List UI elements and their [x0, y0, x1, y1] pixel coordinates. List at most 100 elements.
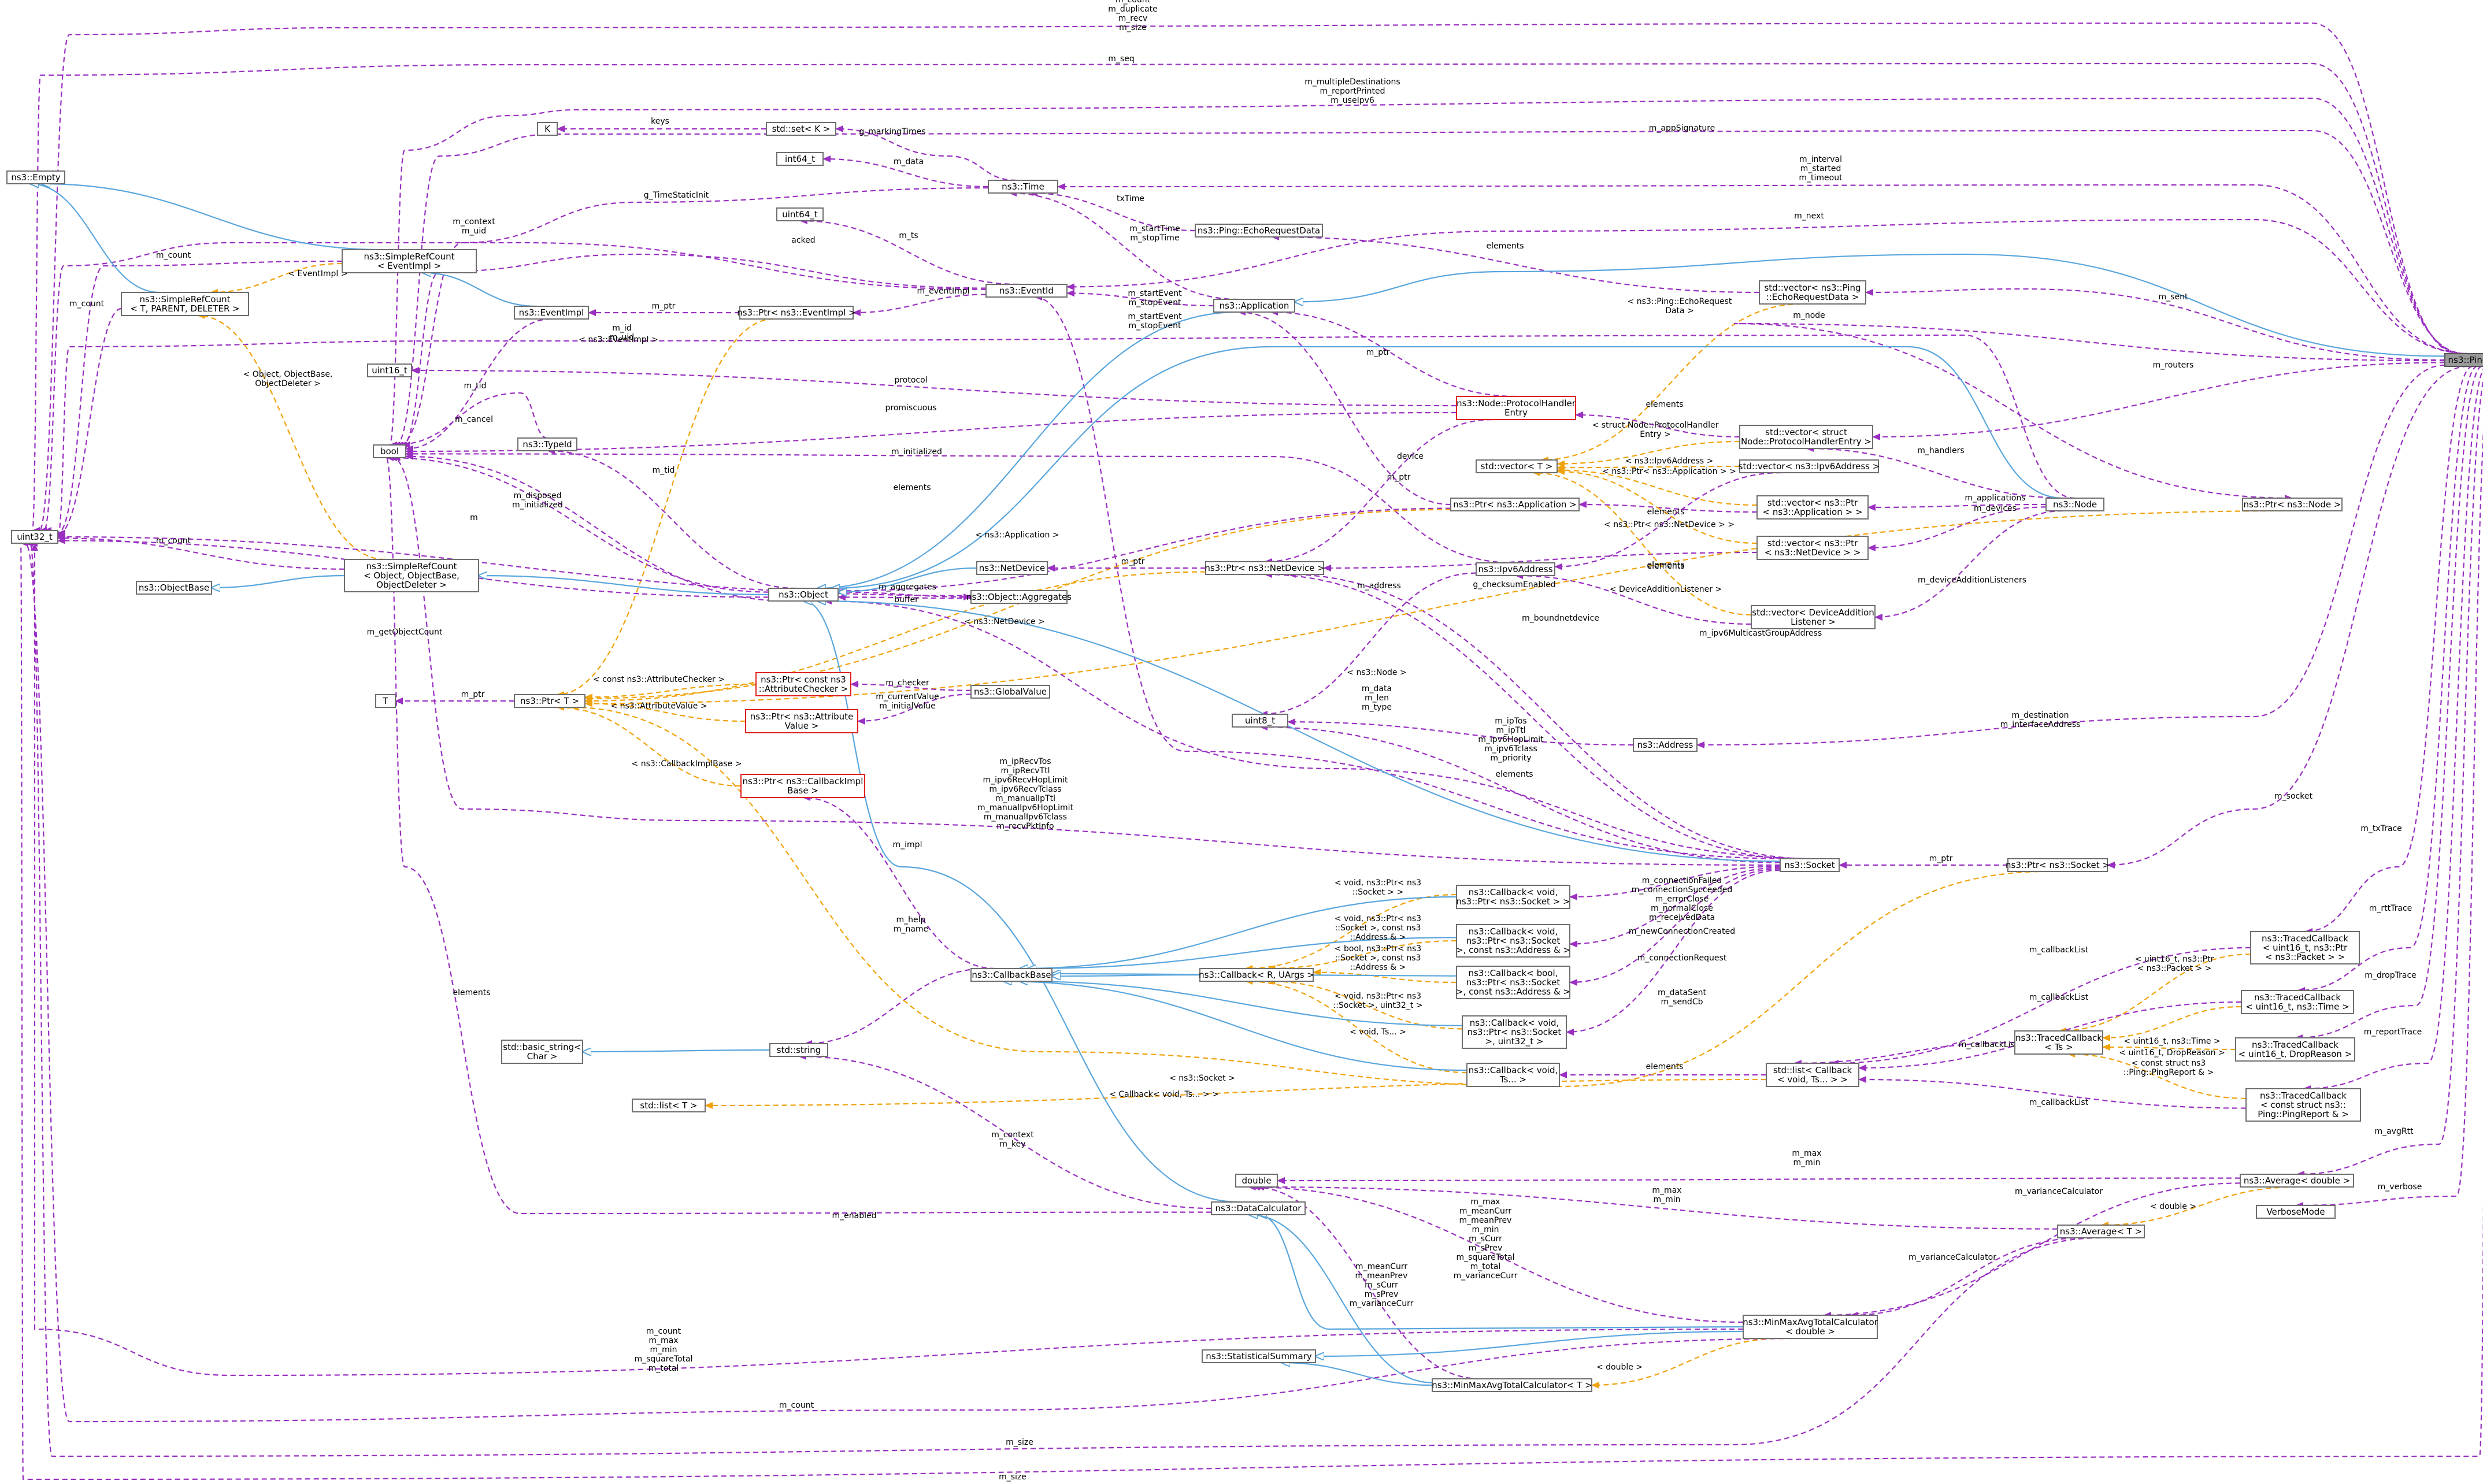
class-node-tcb-packet[interactable]: ns3::TracedCallback< uint16_t, ns3::Ptr<…: [2250, 931, 2360, 964]
class-node-aggregates[interactable]: ns3::Object::Aggregates: [966, 590, 1072, 604]
class-node-empty[interactable]: ns3::Empty: [6, 170, 65, 184]
class-node-cb-void-ts[interactable]: ns3::Callback< void,Ts... >: [1466, 1063, 1560, 1087]
class-node-callbackbase[interactable]: ns3::CallbackBase: [970, 968, 1053, 982]
class-node-object[interactable]: ns3::Object: [768, 588, 839, 602]
class-node-netdevice[interactable]: ns3::NetDevice: [976, 561, 1048, 575]
edge-label-line: m_key: [999, 1140, 1025, 1149]
edge-line: [395, 129, 2466, 448]
class-node-vector-t[interactable]: std::vector< T >: [1476, 459, 1558, 473]
class-node-cb-void-socket-addr[interactable]: ns3::Callback< void,ns3::Ptr< ns3::Socke…: [1456, 924, 1570, 958]
class-node-basic-string[interactable]: std::basic_string<Char >: [501, 1040, 583, 1064]
class-node-uint8[interactable]: uint8_t: [1232, 714, 1288, 728]
class-node-stdlist[interactable]: std::list< T >: [632, 1099, 706, 1112]
class-node-box: [1213, 299, 1295, 313]
class-node-bool[interactable]: bool: [373, 444, 406, 458]
edge-label-line: m_ptr: [1929, 854, 1953, 863]
edge-src_obj-to-uint32: [57, 535, 345, 570]
class-node-vec-ipv6[interactable]: std::vector< ns3::Ipv6Address >: [1739, 459, 1880, 473]
class-node-eventid[interactable]: ns3::EventId: [985, 284, 1068, 298]
class-node-echoreq[interactable]: ns3::Ping::EchoRequestData: [1195, 224, 1323, 238]
edge-label-tsinit: g_TimeStaticInit: [644, 191, 709, 200]
class-node-label-line: < Object, ObjectBase,: [364, 570, 459, 581]
class-node-box: [739, 306, 854, 320]
class-node-datacalc[interactable]: ns3::DataCalculator: [1211, 1201, 1306, 1215]
class-node-ptr-t[interactable]: ns3::Ptr< T >: [514, 694, 585, 708]
class-node-avg-t[interactable]: ns3::Average< T >: [2057, 1225, 2145, 1238]
class-node-globalvalue[interactable]: ns3::GlobalValue: [970, 685, 1050, 699]
edge-ptr_event-to-ptr_t: [556, 318, 774, 698]
edge-label-sent: m_sent: [2159, 292, 2188, 302]
class-node-label-line: Ts... >: [1499, 1074, 1526, 1085]
class-node-ptr-event[interactable]: ns3::Ptr< ns3::EventImpl >: [737, 306, 856, 320]
class-node-list-cb[interactable]: std::list< Callback< void, Ts... > >: [1766, 1063, 1859, 1087]
class-node-eventimpl[interactable]: ns3::EventImpl: [514, 306, 589, 320]
class-node-ptr-netdev[interactable]: ns3::Ptr< ns3::NetDevice >: [1205, 561, 1325, 575]
edge-line: [802, 794, 996, 970]
edge-label-line: ::Socket >, const ns3: [1335, 923, 1421, 933]
class-node-vec-ptr-app[interactable]: std::vector< ns3::Ptr< ns3::Application …: [1756, 495, 1869, 520]
class-node-int64[interactable]: int64_t: [776, 152, 824, 166]
class-node-objectbase[interactable]: ns3::ObjectBase: [136, 581, 212, 595]
class-node-tcb-drop[interactable]: ns3::TracedCallback< uint16_t, DropReaso…: [2235, 1037, 2355, 1062]
class-node-stdstring[interactable]: std::string: [769, 1043, 828, 1057]
class-node-k[interactable]: K: [537, 122, 558, 136]
class-node-time[interactable]: ns3::Time: [988, 180, 1058, 194]
class-node-cb-bool-socket-addr[interactable]: ns3::Callback< bool,ns3::Ptr< ns3::Socke…: [1456, 966, 1570, 999]
class-node-src-obj[interactable]: ns3::SimpleRefCount< Object, ObjectBase,…: [344, 559, 479, 592]
edge-line: [1867, 503, 2047, 511]
class-node-ptr-attrchecker[interactable]: ns3::Ptr< const ns3::AttributeChecker >: [755, 672, 851, 696]
class-node-label-line: Char >: [527, 1051, 558, 1062]
class-node-uint16[interactable]: uint16_t: [367, 363, 412, 377]
class-node-stdset[interactable]: std::set< K >: [766, 122, 836, 136]
class-node-label-line: ns3::Socket: [1784, 860, 1835, 870]
class-node-label: std::list< Callback< void, Ts... > >: [1773, 1065, 1852, 1085]
class-node-minmax-double[interactable]: ns3::MinMaxAvgTotalCalculator< double >: [1743, 1315, 1878, 1339]
class-node-box: [988, 180, 1058, 194]
class-node-t[interactable]: T: [375, 694, 396, 708]
class-node-typeid[interactable]: ns3::TypeId: [517, 437, 577, 451]
class-node-ptr-socket[interactable]: ns3::Ptr< ns3::Socket >: [2006, 858, 2110, 872]
edge-line: [1003, 981, 1467, 1071]
class-node-verbosemode[interactable]: VerboseMode: [2256, 1205, 2336, 1219]
class-node-socket[interactable]: ns3::Socket: [1780, 858, 1840, 872]
class-node-src-tpl[interactable]: ns3::SimpleRefCount< T, PARENT, DELETER …: [121, 292, 249, 316]
class-node-ipv6addr[interactable]: ns3::Ipv6Address: [1476, 562, 1555, 576]
class-node-double[interactable]: double: [1235, 1174, 1278, 1188]
edge-minmax_double-to-uint32: [31, 543, 1744, 1377]
class-node-label-line: ns3::Ptr< ns3::Node >: [2244, 499, 2341, 510]
class-node-src-event[interactable]: ns3::SimpleRefCount< EventImpl >: [342, 249, 477, 273]
class-node-statsummary[interactable]: ns3::StatisticalSummary: [1202, 1349, 1316, 1363]
class-node-tcb-time[interactable]: ns3::TracedCallback< uint16_t, ns3::Time…: [2241, 990, 2354, 1014]
class-node-application[interactable]: ns3::Application: [1213, 299, 1295, 313]
class-node-node[interactable]: ns3::Node: [2045, 498, 2104, 511]
class-node-ptr-app[interactable]: ns3::Ptr< ns3::Application >: [1450, 498, 1580, 511]
class-node-tcb-report[interactable]: ns3::TracedCallback< const struct ns3::P…: [2245, 1088, 2361, 1122]
edge-line: [1020, 981, 1463, 1026]
edge-ping-to-bool: [388, 97, 2464, 448]
edge-label-line: m_callbackList: [2029, 993, 2089, 1002]
class-node-ping[interactable]: ns3::Ping: [2444, 353, 2483, 367]
edge-label-line: m_tid: [653, 466, 675, 475]
class-node-uint32[interactable]: uint32_t: [11, 530, 58, 544]
edge-tcb_packet-to-tcb_ts: [2058, 954, 2251, 1034]
class-node-uint64[interactable]: uint64_t: [776, 207, 824, 221]
class-node-cb-void-socket-u32[interactable]: ns3::Callback< void,ns3::Ptr< ns3::Socke…: [1462, 1015, 1567, 1049]
class-node-vec-echo[interactable]: std::vector< ns3::Ping::EchoRequestData …: [1759, 280, 1866, 305]
class-node-tcb-ts[interactable]: ns3::TracedCallback< Ts >: [2014, 1030, 2103, 1055]
class-node-ptr-node[interactable]: ns3::Ptr< ns3::Node >: [2242, 498, 2343, 511]
class-node-vec-ptr-netdev[interactable]: std::vector< ns3::Ptr< ns3::NetDevice > …: [1756, 536, 1869, 560]
class-node-label-line: ns3::Average< T >: [2060, 1226, 2142, 1237]
class-node-cb-r-uargs[interactable]: ns3::Callback< R, UArgs >: [1199, 968, 1314, 982]
edge-line: [1858, 1076, 2247, 1109]
class-node-minmax-t[interactable]: ns3::MinMaxAvgTotalCalculator< T >: [1432, 1378, 1592, 1392]
class-node-address[interactable]: ns3::Address: [1633, 738, 1698, 752]
class-node-avg-double[interactable]: ns3::Average< double >: [2240, 1174, 2354, 1188]
class-node-cb-void-socket[interactable]: ns3::Callback< void,ns3::Ptr< ns3::Socke…: [1456, 885, 1570, 909]
